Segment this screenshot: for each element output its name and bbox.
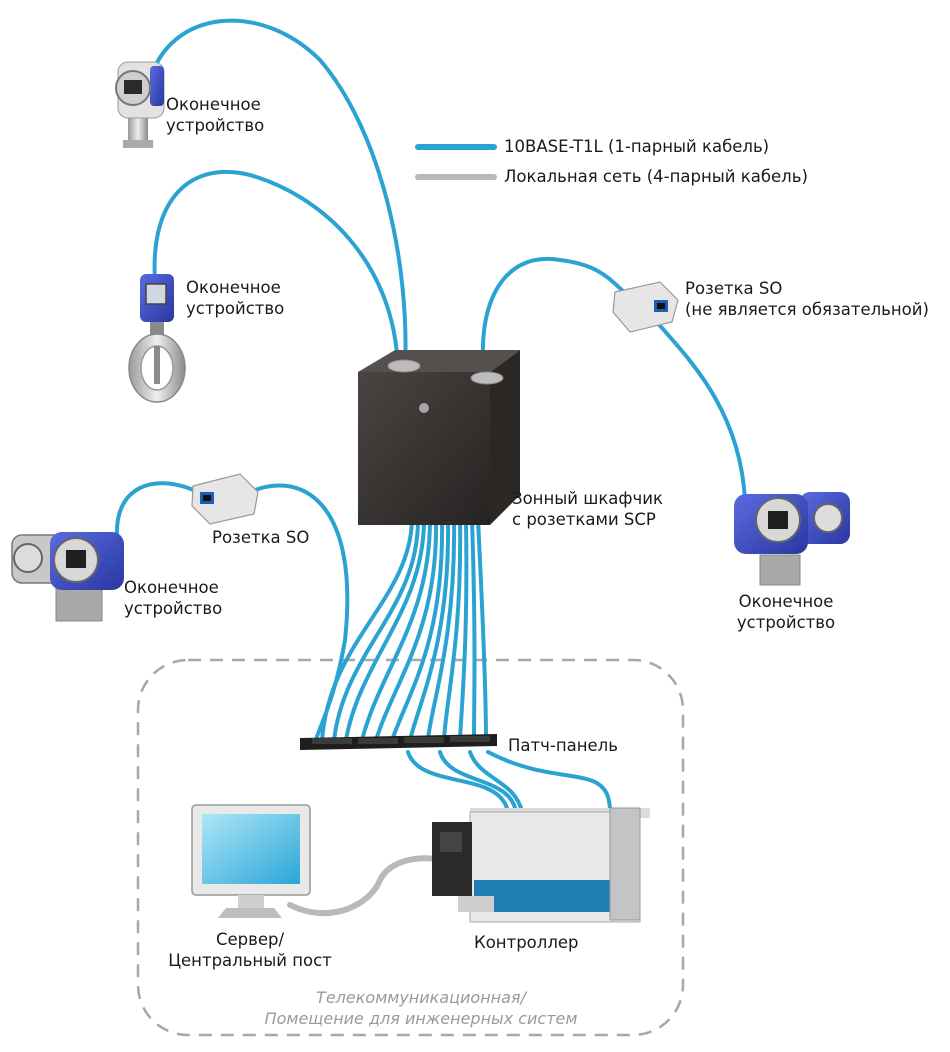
patch-panel-icon bbox=[300, 734, 497, 750]
device-right-icon bbox=[734, 492, 850, 586]
device-left-icon bbox=[11, 532, 124, 622]
legend-label-t1l: 10BASE-T1L (1-парный кабель) bbox=[504, 137, 770, 156]
device-top-icon bbox=[115, 61, 165, 148]
label-socket-left: Розетка SO bbox=[212, 528, 310, 547]
t1l-cables bbox=[114, 18, 747, 814]
socket-left-icon bbox=[191, 473, 259, 525]
legend-label-lan: Локальная сеть (4-парный кабель) bbox=[504, 167, 808, 186]
lan-cable bbox=[287, 855, 443, 917]
controller-icon bbox=[432, 807, 650, 923]
label-controller: Контроллер bbox=[474, 933, 579, 952]
socket-right-icon bbox=[612, 281, 679, 333]
label-server: Сервер/Центральный пост bbox=[168, 930, 332, 970]
label-telecom-room: Телекоммуникационная/Помещение для инжен… bbox=[264, 988, 578, 1028]
server-monitor-icon bbox=[191, 804, 311, 918]
label-patch-panel: Патч-панель bbox=[508, 736, 618, 755]
device-mid-icon bbox=[128, 274, 186, 403]
zone-cabinet-icon bbox=[358, 350, 520, 525]
label-socket-right: Розетка SO(не является обязательной) bbox=[685, 279, 929, 319]
